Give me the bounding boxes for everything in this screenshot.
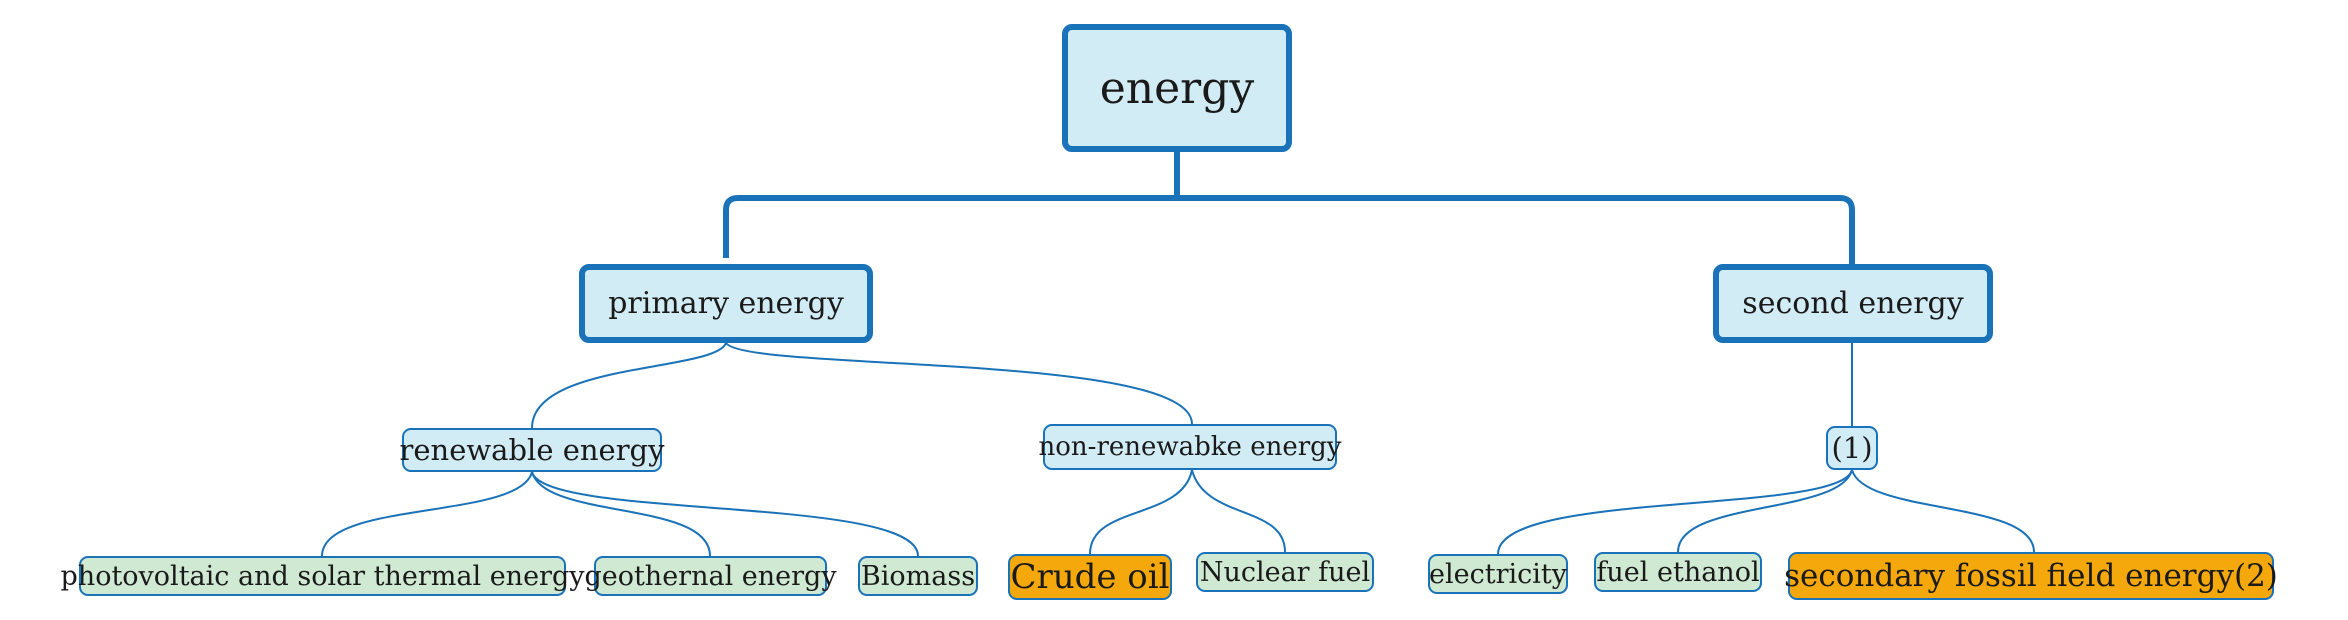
connector-group-fuelethanol xyxy=(1677,469,1853,553)
node-photovoltaic[interactable]: photovoltaic and solar thermal energy xyxy=(61,556,585,596)
node-second-energy[interactable]: second energy xyxy=(1713,264,1993,343)
node-energy[interactable]: energy xyxy=(1062,24,1292,152)
node-nonrenewable-energy[interactable]: non-renewabke energy xyxy=(1039,424,1341,470)
node-group-1[interactable]: (1) xyxy=(1826,426,1878,470)
node-nuclear-fuel-label: Nuclear fuel xyxy=(1199,556,1371,588)
node-secondary-fossil[interactable]: secondary fossil field energy(2) xyxy=(1784,552,2278,600)
connector-nonrenewable-crudeoil xyxy=(1089,469,1193,555)
node-second-energy-label: second energy xyxy=(1742,286,1964,321)
node-electricity[interactable]: electricity xyxy=(1428,554,1568,594)
node-primary-energy[interactable]: primary energy xyxy=(579,264,873,343)
node-electricity-label: electricity xyxy=(1429,558,1567,590)
node-group-1-label: (1) xyxy=(1831,431,1873,465)
connector-renewable-geothermal xyxy=(531,471,711,557)
node-biomass[interactable]: Biomass xyxy=(858,556,978,596)
node-energy-label: energy xyxy=(1099,62,1255,114)
connector-nonrenewable-nuclear xyxy=(1191,469,1286,553)
node-nonrenewable-energy-label: non-renewabke energy xyxy=(1038,432,1342,462)
connector-primary-nonrenewable xyxy=(725,342,1193,425)
node-crude-oil[interactable]: Crude oil xyxy=(1008,554,1172,600)
node-renewable-energy[interactable]: renewable energy xyxy=(399,428,665,472)
node-photovoltaic-label: photovoltaic and solar thermal energy xyxy=(60,560,585,592)
connector-root-level1 xyxy=(723,152,1855,264)
node-biomass-label: Biomass xyxy=(860,560,976,592)
connector-group-fossil xyxy=(1851,469,2035,553)
node-fuel-ethanol[interactable]: fuel ethanol xyxy=(1594,552,1762,592)
node-crude-oil-label: Crude oil xyxy=(1010,557,1170,597)
connector-renewable-biomass xyxy=(531,471,919,557)
connector-group-electricity xyxy=(1497,469,1853,555)
connector-primary-renewable xyxy=(531,342,727,429)
node-nuclear-fuel[interactable]: Nuclear fuel xyxy=(1196,552,1374,592)
node-geothermal-label: geothernal energy xyxy=(584,560,837,592)
node-fuel-ethanol-label: fuel ethanol xyxy=(1596,556,1760,588)
node-geothermal[interactable]: geothernal energy xyxy=(584,556,837,596)
node-primary-energy-label: primary energy xyxy=(608,286,844,321)
node-secondary-fossil-label: secondary fossil field energy(2) xyxy=(1784,558,2278,594)
connector-renewable-photovoltaic xyxy=(321,471,533,557)
node-renewable-energy-label: renewable energy xyxy=(399,433,665,467)
